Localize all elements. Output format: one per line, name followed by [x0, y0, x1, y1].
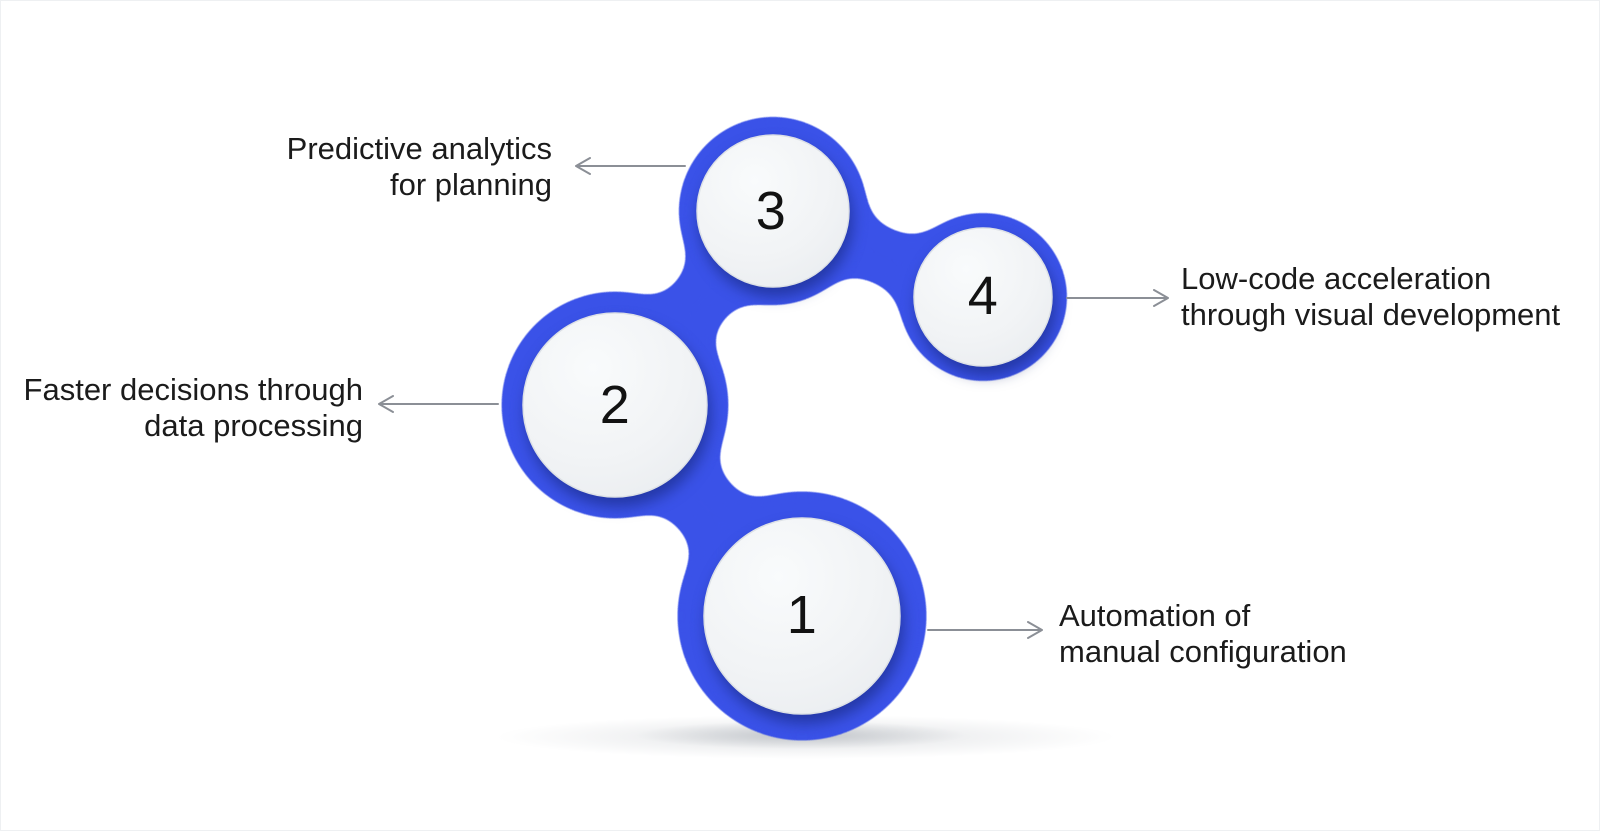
step-4-circle	[913, 227, 1053, 367]
arrow-step-3	[575, 157, 686, 175]
arrow-step-2	[378, 395, 499, 413]
node-circles	[522, 134, 1053, 715]
step-4-label-line-1: Low-code acceleration	[1181, 261, 1492, 296]
step-4-label-line-2: through visual development	[1181, 297, 1561, 332]
step-3-label-line-2: for planning	[389, 167, 552, 202]
arrow-step-4	[1066, 289, 1169, 307]
step-1-number: 1	[786, 585, 818, 646]
step-2-number: 2	[599, 375, 631, 436]
step-1-circle	[703, 517, 901, 715]
step-3-number: 3	[755, 181, 787, 242]
callout-arrows	[378, 157, 1169, 639]
step-4-label: Low-code acceleration through visual dev…	[1181, 261, 1560, 333]
step-1-label-line-1: Automation of	[1059, 598, 1251, 633]
step-3-label-line-1: Predictive analytics	[286, 131, 552, 166]
step-2-label-line-2: data processing	[144, 408, 363, 443]
arrow-step-1	[927, 621, 1043, 639]
step-2-label: Faster decisions through data processing	[24, 372, 363, 444]
step-2-label-line-1: Faster decisions through	[23, 372, 363, 407]
step-1-label: Automation of manual configuration	[1059, 598, 1347, 670]
step-3-circle	[696, 134, 850, 288]
step-1-label-line-2: manual configuration	[1059, 634, 1347, 669]
step-2-circle	[522, 312, 708, 498]
step-4-number: 4	[967, 266, 999, 327]
step-3-label: Predictive analytics for planning	[287, 131, 552, 203]
